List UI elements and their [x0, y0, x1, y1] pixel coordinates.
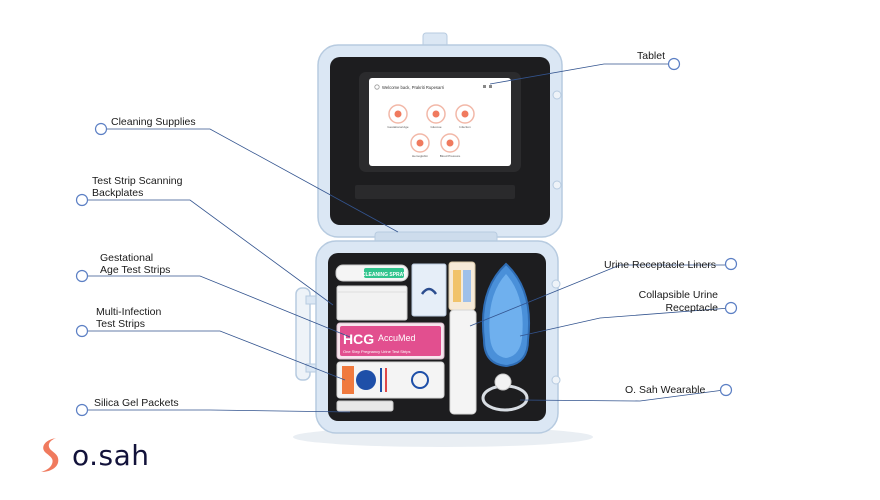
marker-gestational — [75, 269, 89, 283]
tile-label: Infection — [459, 125, 471, 129]
label-gestational-line1: Gestational — [100, 252, 154, 264]
callout-lines — [88, 63, 731, 413]
hcg-subtitle: One Step Pregnancy Urine Test Strips — [343, 349, 411, 354]
tile-label: Blood Pressure — [440, 154, 461, 158]
marker-liners — [724, 257, 738, 271]
hcg-test-box — [336, 322, 445, 360]
label-backplates-line1: Test Strip Scanning — [92, 175, 183, 187]
brand-name: o.sah — [72, 438, 150, 472]
marker-cleaning — [94, 122, 108, 136]
receptacle-tube — [449, 309, 477, 415]
marker-tablet — [667, 57, 681, 71]
silica-packets — [336, 400, 394, 412]
marker-backplates — [75, 193, 89, 207]
tile-label: Glucose — [430, 125, 441, 129]
case-handle — [295, 287, 311, 381]
label-gestational-line2: Age Test Strips — [100, 264, 171, 276]
spray-label: CLEANING SPRAY — [362, 272, 407, 278]
hcg-title: HCG — [343, 331, 374, 347]
marker-multi-infection — [75, 324, 89, 338]
label-silica-gel: Silica Gel Packets — [94, 397, 179, 409]
tablet-greeting: Welcome back, Prakriti Rupesarri — [382, 85, 444, 90]
brand-logo-icon — [41, 438, 59, 472]
strip-tube — [448, 261, 476, 311]
brand-logo: o.sah — [38, 436, 150, 474]
label-collapsible-line2: Receptacle — [665, 302, 718, 314]
tile-label: Gestational Age — [387, 125, 409, 129]
label-backplates-line2: Backplates — [92, 187, 144, 199]
label-wearable: O. Sah Wearable — [625, 384, 706, 396]
label-multi-infection-line2: Test Strips — [96, 318, 146, 330]
marker-wearable — [719, 383, 733, 397]
marker-collapsible — [724, 301, 738, 315]
multi-infection-box — [336, 361, 445, 399]
wearable-device — [481, 373, 529, 412]
label-tablet: Tablet — [637, 50, 666, 62]
label-urine-liners: Urine Receptacle Liners — [604, 259, 717, 271]
callout-markers — [75, 57, 738, 417]
cleaning-spray — [335, 264, 409, 282]
backplates — [336, 285, 408, 321]
label-cleaning-supplies: Cleaning Supplies — [111, 116, 196, 128]
urine-receptacle — [481, 262, 531, 368]
label-multi-infection-line1: Multi-Infection — [96, 306, 162, 318]
hcg-brand: AccuMed — [378, 333, 416, 343]
tablet-device — [359, 72, 521, 172]
label-collapsible-line1: Collapsible Urine — [638, 289, 718, 301]
tile-label: Hemoglobin — [412, 154, 428, 158]
marker-silica — [75, 403, 89, 417]
